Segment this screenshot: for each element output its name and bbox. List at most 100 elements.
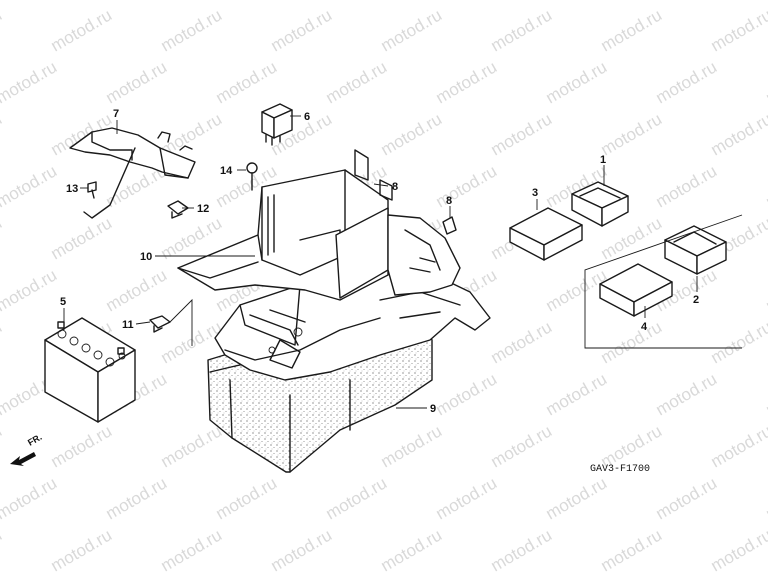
watermark-text: motod.ru xyxy=(103,57,171,107)
watermark-text: motod.ru xyxy=(378,525,446,575)
watermark-text: motod.ru xyxy=(598,317,666,367)
watermark-text: motod.ru xyxy=(543,473,611,523)
watermark-text: motod.ru xyxy=(48,421,116,471)
watermark-text: motod.ru xyxy=(0,213,5,263)
relay-shape xyxy=(261,103,293,146)
watermark-text: motod.ru xyxy=(103,0,171,3)
part-label-3: 3 xyxy=(532,187,538,199)
watermark-text: motod.ru xyxy=(543,369,611,419)
watermark-text: motod.ru xyxy=(763,161,768,211)
watermark-text: motod.ru xyxy=(708,5,768,55)
clip-12-shape xyxy=(167,200,189,219)
stay-bracket-shape xyxy=(69,127,196,219)
watermark-text: motod.ru xyxy=(0,317,5,367)
leader-lines xyxy=(63,115,698,409)
group-frame xyxy=(584,214,743,349)
battery-shape xyxy=(44,317,136,423)
watermark-text: motod.ru xyxy=(543,0,611,3)
watermark-text: motod.ru xyxy=(488,317,556,367)
watermark-text: motod.ru xyxy=(0,161,60,211)
watermark-text: motod.ru xyxy=(158,421,226,471)
watermark-text: motod.ru xyxy=(598,109,666,159)
clip-11-shape xyxy=(149,315,171,333)
watermark-text: motod.ru xyxy=(708,109,768,159)
watermark-text: motod.ru xyxy=(0,525,5,575)
box-cover-3-shape xyxy=(509,207,583,261)
watermark-text: motod.ru xyxy=(653,369,721,419)
part-label-12: 12 xyxy=(197,203,209,215)
watermark-text: motod.ru xyxy=(0,473,60,523)
watermark-text: motod.ru xyxy=(323,57,391,107)
watermark-text: motod.ru xyxy=(48,213,116,263)
watermark-text: motod.ru xyxy=(158,525,226,575)
watermark-text: motod.ru xyxy=(488,109,556,159)
watermark-text: motod.ru xyxy=(48,525,116,575)
watermark-text: motod.ru xyxy=(158,5,226,55)
part-label-5: 5 xyxy=(60,296,66,308)
watermark-text: motod.ru xyxy=(323,0,391,3)
watermark-text: motod.ru xyxy=(378,421,446,471)
watermark-text: motod.ru xyxy=(488,5,556,55)
watermark-text: motod.ru xyxy=(763,57,768,107)
watermark-text: motod.ru xyxy=(213,57,281,107)
bolt-shape xyxy=(246,162,258,191)
part-number-callouts: 1 2 3 4 5 6 7 8 8 9 10 11 12 13 14 xyxy=(60,108,699,415)
watermark-text: motod.ru xyxy=(433,0,501,3)
watermark-text: motod.ru xyxy=(0,5,5,55)
part-label-14: 14 xyxy=(220,165,233,177)
part-label-7: 7 xyxy=(113,108,119,120)
box-cover-4-shape xyxy=(599,263,673,317)
part-label-8b: 8 xyxy=(446,195,452,207)
watermark-text: motod.ru xyxy=(0,421,5,471)
watermark-text: motod.ru xyxy=(763,265,768,315)
watermark-text: motod.ru xyxy=(0,109,5,159)
watermark-text: motod.ru xyxy=(103,265,171,315)
watermark-text: motod.ru xyxy=(433,473,501,523)
watermark-text: motod.ru xyxy=(488,525,556,575)
case-2-shape xyxy=(664,225,727,275)
watermark-text: motod.ru xyxy=(213,0,281,3)
part-label-8a: 8 xyxy=(392,181,398,193)
part-label-13: 13 xyxy=(66,183,78,195)
watermark-text: motod.ru xyxy=(268,525,336,575)
watermark-text: motod.ru xyxy=(433,369,501,419)
tray-box-shape xyxy=(177,149,393,301)
part-label-2: 2 xyxy=(693,294,699,306)
rear-fender-shape xyxy=(387,214,461,296)
watermark-text: motod.ru xyxy=(708,317,768,367)
part-label-6: 6 xyxy=(304,111,310,123)
watermark-text: motod.ru xyxy=(378,109,446,159)
watermark-text: motod.ru xyxy=(653,0,721,3)
watermark-text: motod.ru xyxy=(268,5,336,55)
battery-tray-shape xyxy=(214,267,491,381)
case-1-shape xyxy=(571,181,629,227)
watermark-text: motod.ru xyxy=(653,473,721,523)
part-label-1: 1 xyxy=(600,154,606,166)
watermark-text: motod.ru xyxy=(48,5,116,55)
watermark-text: motod.ru xyxy=(653,57,721,107)
watermark-text: motod.ru xyxy=(323,473,391,523)
part-label-11: 11 xyxy=(122,319,134,331)
watermark-text: motod.ru xyxy=(598,5,666,55)
watermark-text: motod.ru xyxy=(378,5,446,55)
watermark-text: motod.ru xyxy=(0,265,60,315)
watermark-text: motod.ru xyxy=(103,473,171,523)
watermark-text: motod.ru xyxy=(763,473,768,523)
watermark-text: motod.ru xyxy=(543,57,611,107)
part-label-4: 4 xyxy=(641,321,648,333)
watermark-text: motod.ru xyxy=(653,161,721,211)
watermark-text: motod.ru xyxy=(0,57,60,107)
watermark-text: motod.ru xyxy=(0,0,60,3)
watermark-text: motod.ru xyxy=(433,57,501,107)
watermark-text: motod.ru xyxy=(488,421,556,471)
diagram-code: GAV3-F1700 xyxy=(590,464,650,475)
watermark-text: motod.ru xyxy=(708,525,768,575)
watermark-text: motod.ru xyxy=(708,421,768,471)
clip-8-shape xyxy=(442,216,457,235)
watermark-text: motod.ru xyxy=(763,369,768,419)
front-direction-arrow: FR. xyxy=(10,432,44,466)
watermark-text: motod.ru xyxy=(763,0,768,3)
direction-label: FR. xyxy=(26,432,44,448)
